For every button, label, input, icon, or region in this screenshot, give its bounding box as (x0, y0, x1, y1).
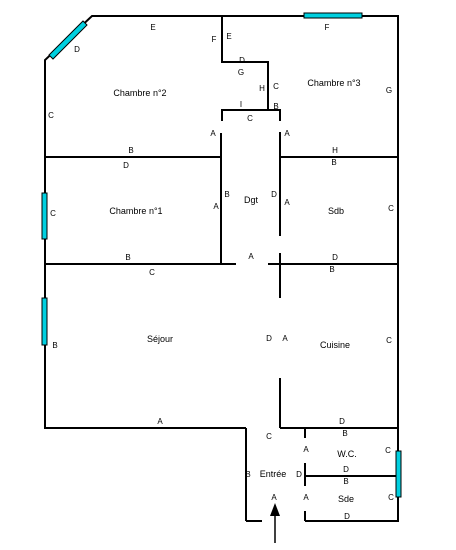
wall-label: C (388, 493, 394, 502)
wall-label: F (212, 35, 217, 44)
wall-label: B (224, 190, 229, 199)
wall-label: G (238, 68, 244, 77)
wall-labels: E D F F E D G H C G I B C C A A B D H B … (48, 23, 394, 521)
wall-label: A (284, 129, 290, 138)
room-chambre-2: Chambre n°2 (113, 88, 166, 98)
room-chambre-1: Chambre n°1 (109, 206, 162, 216)
window-ch1-left (41, 192, 48, 240)
window-sejour-left (41, 297, 48, 346)
wall-label: B (128, 146, 133, 155)
room-wc: W.C. (337, 449, 357, 459)
wall-label: D (239, 56, 245, 65)
wall-label: A (284, 198, 290, 207)
wall-label: B (329, 265, 334, 274)
wall-label: D (344, 512, 350, 521)
wall-label: D (123, 161, 129, 170)
wall-label: B (52, 341, 57, 350)
wall-label: C (385, 446, 391, 455)
wall-label: A (157, 417, 163, 426)
wall-label: I (240, 100, 242, 109)
room-labels: Chambre n°2 Chambre n°3 Chambre n°1 Dgt … (109, 78, 360, 504)
wall-label: D (266, 334, 272, 343)
room-cuisine: Cuisine (320, 340, 350, 350)
room-entree: Entrée (260, 469, 287, 479)
wall-label: C (266, 432, 272, 441)
wall-label: H (259, 84, 265, 93)
wall-label: B (342, 429, 347, 438)
wall-label: B (125, 253, 130, 262)
wall-label: C (149, 268, 155, 277)
wall-label: D (271, 190, 277, 199)
wall-label: C (50, 209, 56, 218)
wall-label: B (343, 477, 348, 486)
wall-label: C (386, 336, 392, 345)
room-chambre-3: Chambre n°3 (307, 78, 360, 88)
wall-label: A (303, 493, 309, 502)
wall-label: C (388, 204, 394, 213)
wall-ch2-ch3-partition (221, 16, 269, 110)
wall-label: H (332, 146, 338, 155)
wall-label: A (213, 202, 219, 211)
window-wc-sde-right (395, 450, 402, 498)
window-diagonal-ch2 (48, 20, 88, 60)
windows (41, 12, 402, 498)
wall-label: C (48, 111, 54, 120)
arrow-up-icon (270, 503, 280, 543)
wall-label: A (271, 493, 277, 502)
wall-label: D (74, 45, 80, 54)
room-dgt: Dgt (244, 195, 259, 205)
interior-walls (45, 16, 398, 521)
wall-label: B (245, 470, 250, 479)
wall-label: A (303, 445, 309, 454)
wall-label: C (247, 114, 253, 123)
wall-ch2-closet (221, 109, 281, 121)
room-sdb: Sdb (328, 206, 344, 216)
wall-label: A (282, 334, 288, 343)
wall-label: D (343, 465, 349, 474)
wall-label: A (248, 252, 254, 261)
room-sejour: Séjour (147, 334, 173, 344)
wall-label: F (325, 23, 330, 32)
room-sde: Sde (338, 494, 354, 504)
window-top-ch3 (303, 12, 363, 19)
wall-label: C (273, 82, 279, 91)
wall-label: E (150, 23, 155, 32)
wall-label: D (296, 470, 302, 479)
wall-label: D (332, 253, 338, 262)
exterior-walls (44, 15, 399, 522)
wall-label: D (339, 417, 345, 426)
wall-label: G (386, 86, 392, 95)
wall-label: B (273, 102, 278, 111)
exterior-wall-upper-left (44, 15, 399, 522)
wall-label: B (331, 158, 336, 167)
wall-label: E (226, 32, 231, 41)
wall-label: A (210, 129, 216, 138)
